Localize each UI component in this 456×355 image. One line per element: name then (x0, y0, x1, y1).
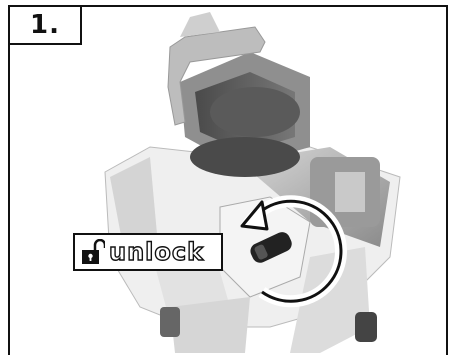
step-number: 1. (30, 10, 60, 40)
unlock-tag: unlock (73, 233, 223, 271)
padlock-open-icon (81, 239, 105, 265)
unlock-label: unlock (109, 238, 204, 266)
step-number-box: 1. (8, 5, 82, 45)
machine-illustration (10, 7, 446, 353)
